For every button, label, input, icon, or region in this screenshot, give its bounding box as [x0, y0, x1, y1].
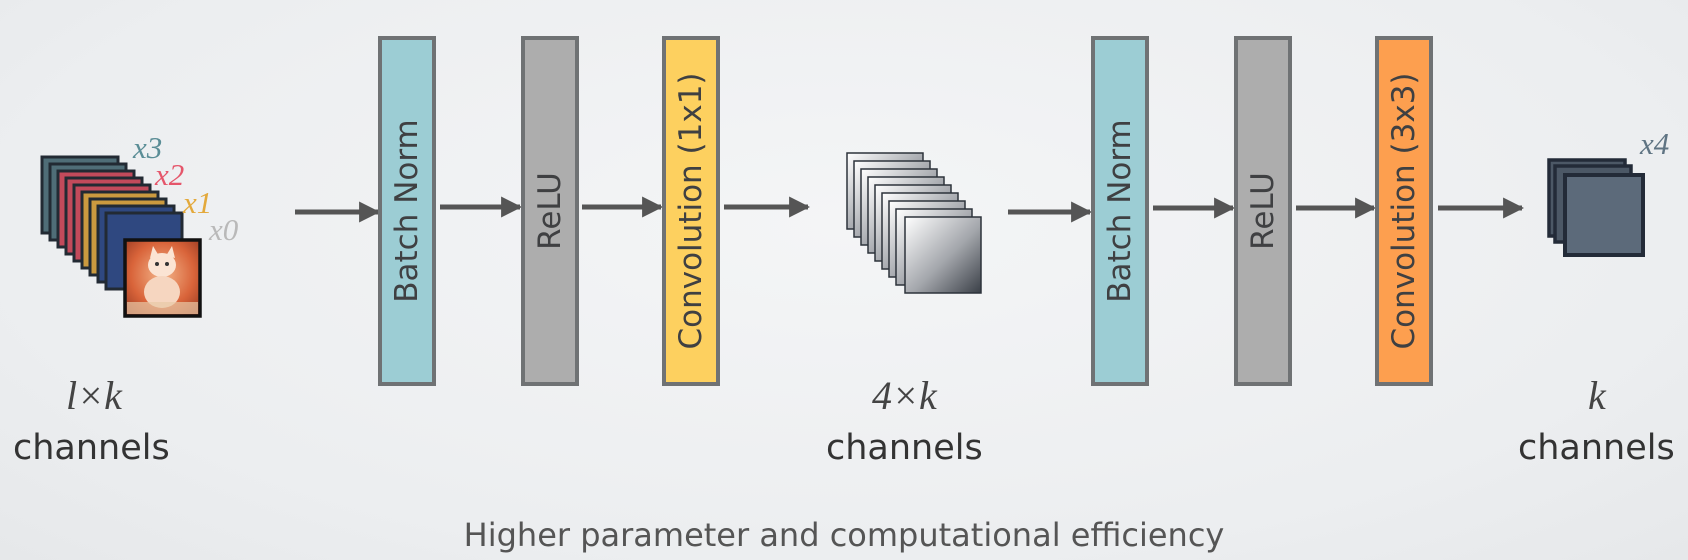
- channels-math-output: k: [1588, 373, 1606, 418]
- channels-label-output: channels: [1518, 428, 1675, 468]
- input-label-x2: x2: [154, 157, 184, 192]
- layer-label: Convolution (1x1): [673, 72, 709, 350]
- footer-caption: Higher parameter and computational effic…: [463, 516, 1225, 554]
- channels-label-intermediate: channels: [826, 428, 983, 468]
- channels-label-input: channels: [13, 428, 170, 468]
- layer-conv-3x3: Convolution (3x3): [1375, 36, 1433, 386]
- input-label-x1: x1: [182, 185, 212, 220]
- layer-conv-1x1: Convolution (1x1): [662, 36, 720, 386]
- input-label-x0: x0: [208, 212, 239, 247]
- intermediate-feature-stack: [846, 152, 982, 294]
- layer-relu-1: ReLU: [521, 36, 579, 386]
- layer-label: Batch Norm: [1102, 119, 1138, 303]
- layer-label: Convolution (3x3): [1386, 72, 1422, 350]
- layer-label: ReLU: [1245, 172, 1281, 250]
- layer-batch-norm-2: Batch Norm: [1091, 36, 1149, 386]
- input-label-x3: x3: [132, 130, 162, 165]
- layer-relu-2: ReLU: [1234, 36, 1292, 386]
- channels-math-intermediate: 4×k: [872, 373, 937, 418]
- output-feature-stack: [1547, 158, 1645, 257]
- layer-batch-norm-1: Batch Norm: [378, 36, 436, 386]
- layer-label: Batch Norm: [389, 119, 425, 303]
- layer-label: ReLU: [532, 172, 568, 250]
- kitten-image: [123, 238, 202, 318]
- input-feature-stack: [40, 155, 202, 318]
- output-label-x4: x4: [1639, 126, 1669, 161]
- channels-math-input: l×k: [66, 373, 122, 418]
